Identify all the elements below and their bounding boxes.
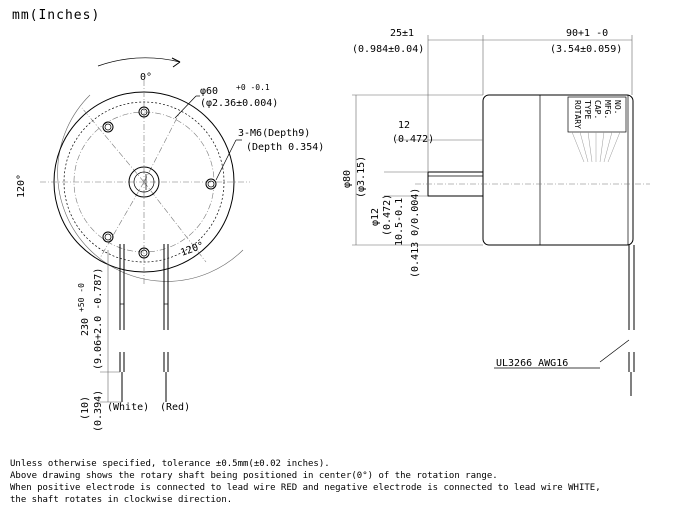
angle-label-left: 120°	[16, 174, 27, 198]
dim-90: 90+1 -0	[566, 28, 608, 39]
shaft-diameter: φ12	[370, 208, 381, 226]
side-view: ROTARY TYPE CAP. MFG. NO. UL3266 AWG16 2…	[342, 28, 650, 396]
notes: Unless otherwise specified, tolerance ±0…	[10, 458, 601, 506]
nameplate-line-5: NO.	[613, 100, 622, 114]
flange-diameter: φ60	[200, 86, 218, 97]
rotation-zero-label: 0°	[140, 72, 152, 83]
dim-25: 25±1	[390, 28, 414, 39]
holes-label: 3-M6(Depth9)	[238, 128, 310, 139]
dim-12-in: (0.472)	[392, 134, 434, 145]
shaft-circle	[128, 166, 160, 198]
nameplate-line-3: CAP.	[593, 100, 602, 119]
flat-width-in: (0.413 0/0.004)	[410, 188, 421, 278]
lead-length-mm: 230	[80, 318, 91, 336]
cable-label: UL3266 AWG16	[496, 358, 568, 369]
dim-12: 12	[398, 120, 410, 131]
lead-length-tol: +50 -0	[77, 283, 86, 312]
flat-width: 10.5-0.1	[394, 198, 405, 246]
front-view: 0° 120° 120°	[16, 57, 324, 432]
dim-25-in: (0.984±0.04)	[352, 44, 424, 55]
note-3: When positive electrode is connected to …	[10, 483, 601, 493]
strip-length-in: (0.394)	[93, 390, 104, 432]
shaft-diameter-in: (0.472)	[382, 194, 393, 236]
body-diameter-in: (φ3.15)	[356, 156, 367, 198]
wire-white-label: (White)	[107, 402, 149, 413]
units-title: mm(Inches)	[12, 8, 100, 23]
flange-diameter-in: (φ2.36±0.004)	[200, 98, 278, 109]
body-diameter: φ80	[342, 170, 353, 188]
nameplate-line-4: MFG.	[603, 100, 612, 119]
note-1: Unless otherwise specified, tolerance ±0…	[10, 459, 330, 469]
note-2: Above drawing shows the rotary shaft bei…	[10, 471, 498, 481]
dim-90-in: (3.54±0.059)	[550, 44, 622, 55]
rotation-arrow-icon	[97, 57, 181, 67]
wire-red-label: (Red)	[160, 402, 190, 413]
holes-depth-in: (Depth 0.354)	[246, 142, 324, 153]
nameplate-line-1: ROTARY	[573, 100, 582, 129]
note-4: the shaft rotates in clockwise direction…	[10, 495, 233, 505]
lead-wires	[119, 244, 169, 402]
flange-diameter-tol: +0 -0.1	[236, 83, 270, 92]
lead-length-in: (9.06+2.0 -0.787)	[93, 268, 104, 370]
strip-length-mm: (10)	[80, 396, 91, 420]
motor-body	[482, 94, 634, 246]
nameplate-line-2: TYPE	[583, 100, 592, 119]
nameplate	[567, 96, 627, 133]
mounting-holes	[102, 106, 217, 259]
